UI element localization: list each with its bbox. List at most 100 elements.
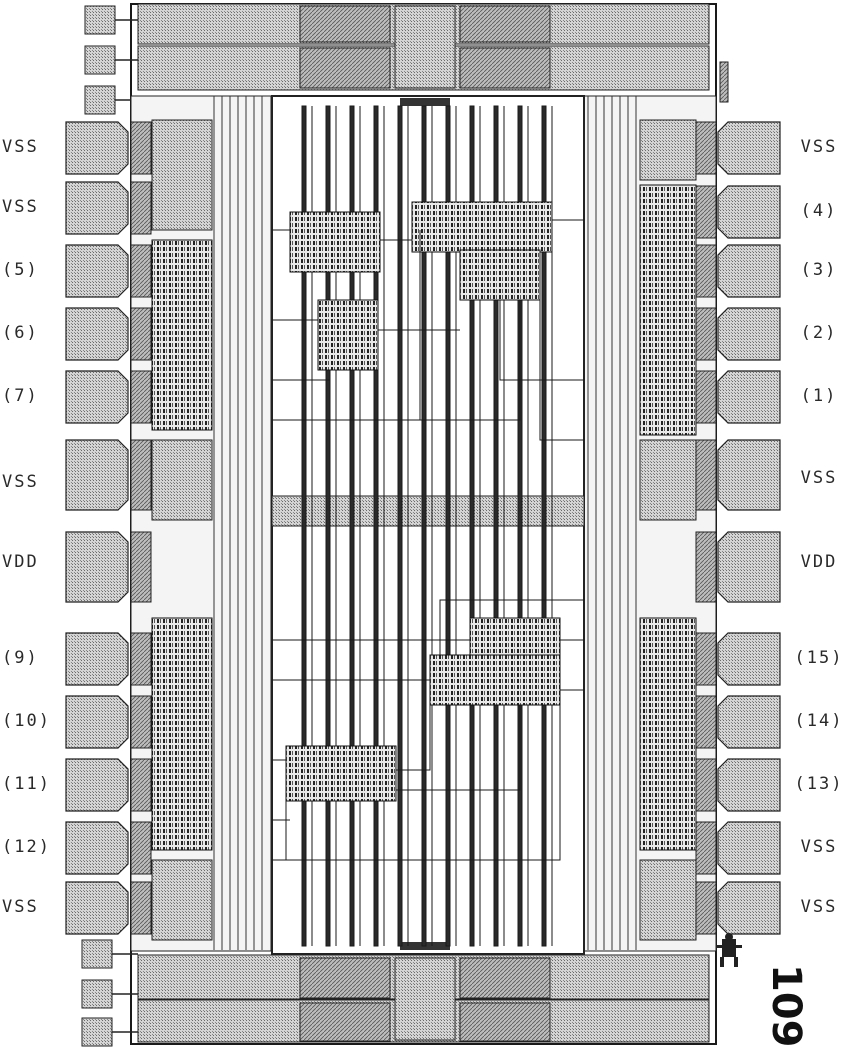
logo	[716, 933, 742, 967]
route-wire	[396, 705, 431, 771]
right-pad-label: (13)	[794, 774, 844, 794]
left-pad-label: VSS	[2, 197, 39, 217]
logic-cluster-bottom-right	[429, 617, 561, 706]
io-filler-block	[151, 439, 213, 521]
right-pad-label: VSS	[800, 897, 838, 917]
power-rail	[493, 105, 499, 947]
route-wire	[272, 300, 521, 421]
left-pad-driver	[130, 821, 152, 875]
left-pad-label: (5)	[2, 260, 39, 280]
right-pad-driver	[695, 531, 717, 603]
right-pad-driver	[695, 758, 717, 812]
right-bond-pad	[717, 185, 781, 239]
left-pad-label: VDD	[2, 552, 39, 572]
route-wire	[272, 705, 521, 791]
right-bond-pad	[717, 244, 781, 298]
right-bond-pad	[717, 821, 781, 875]
route-wire	[272, 800, 287, 861]
right-pad-driver	[695, 244, 717, 298]
left-bond-pad	[65, 695, 129, 749]
io-filler-block	[639, 859, 697, 941]
left-pad-driver	[130, 881, 152, 935]
right-bond-pad	[717, 758, 781, 812]
logic-cluster-top-left	[289, 211, 381, 371]
right-pad-label: VSS	[800, 468, 838, 488]
right-pad-label: (14)	[794, 711, 844, 731]
io-filler-block	[639, 119, 697, 181]
route-wire	[272, 801, 361, 860]
left-bond-pad	[65, 881, 129, 935]
power-rail	[373, 105, 379, 947]
io-filler-block	[639, 439, 697, 521]
left-pad-driver	[130, 632, 152, 686]
right-bond-pad	[717, 370, 781, 424]
route-wire	[272, 705, 561, 861]
right-bond-pad	[717, 531, 781, 603]
right-pad-label: VSS	[800, 837, 838, 857]
left-pad-label: VSS	[2, 137, 39, 157]
chip-id-stamp: 109	[763, 964, 809, 1048]
route-wire	[272, 679, 584, 691]
left-bond-pad	[65, 244, 129, 298]
route-wire	[272, 319, 460, 331]
left-pad-label: VSS	[2, 897, 39, 917]
route-wire	[439, 599, 584, 655]
left-pad-driver	[130, 695, 152, 749]
left-bond-pad	[65, 439, 129, 511]
right-bond-pad	[717, 695, 781, 749]
left-pad-label: (6)	[2, 323, 39, 343]
left-bond-pad	[65, 181, 129, 235]
left-bond-pad	[65, 632, 129, 686]
route-wire	[329, 272, 584, 381]
right-bond-pad	[717, 121, 781, 175]
left-pad-driver	[130, 531, 152, 603]
left-pad-driver	[130, 121, 152, 175]
route-wire	[419, 230, 584, 441]
right-pad-driver	[695, 632, 717, 686]
right-pad-label: VDD	[800, 552, 838, 572]
aux-pads	[81, 5, 116, 1047]
logic-cluster-bottom-left	[285, 745, 397, 802]
left-pad-label: (12)	[2, 837, 51, 857]
right-pad-driver	[695, 695, 717, 749]
left-pad-driver	[130, 244, 152, 298]
right-pad-driver	[695, 185, 717, 239]
left-pad-driver	[130, 439, 152, 511]
right-pad-driver	[695, 821, 717, 875]
top-right-mark	[719, 61, 729, 103]
right-pad-driver	[695, 370, 717, 424]
power-rail	[301, 105, 307, 947]
power-rail	[325, 105, 331, 947]
route-wire	[272, 370, 331, 381]
io-filler-block	[151, 859, 213, 941]
power-rail	[421, 105, 427, 947]
left-bond-pad	[65, 370, 129, 424]
io-filler-block	[151, 119, 213, 231]
left-bond-pad	[65, 758, 129, 812]
right-pad-label: (2)	[800, 323, 838, 343]
left-bond-pad	[65, 307, 129, 361]
left-pad-driver	[130, 307, 152, 361]
right-pad-label: (3)	[800, 260, 838, 280]
right-bond-pad	[717, 632, 781, 686]
power-rail	[397, 105, 403, 947]
left-bond-pad	[65, 121, 129, 175]
right-pad-label: (15)	[794, 648, 844, 668]
io-cell-block	[639, 184, 697, 436]
right-bond-pad	[717, 307, 781, 361]
left-pad-label: (11)	[2, 774, 51, 794]
left-bond-pad	[65, 821, 129, 875]
left-pad-driver	[130, 758, 152, 812]
io-cell-block	[151, 617, 213, 851]
left-pad-driver	[130, 181, 152, 235]
right-pad-driver	[695, 121, 717, 175]
right-pad-label: VSS	[800, 137, 838, 157]
io-cell-block	[151, 239, 213, 431]
right-pad-driver	[695, 439, 717, 511]
right-pad-driver	[695, 307, 717, 361]
left-bond-pad	[65, 531, 129, 603]
power-rail	[469, 105, 475, 947]
logic-cluster-top-right	[411, 201, 553, 301]
